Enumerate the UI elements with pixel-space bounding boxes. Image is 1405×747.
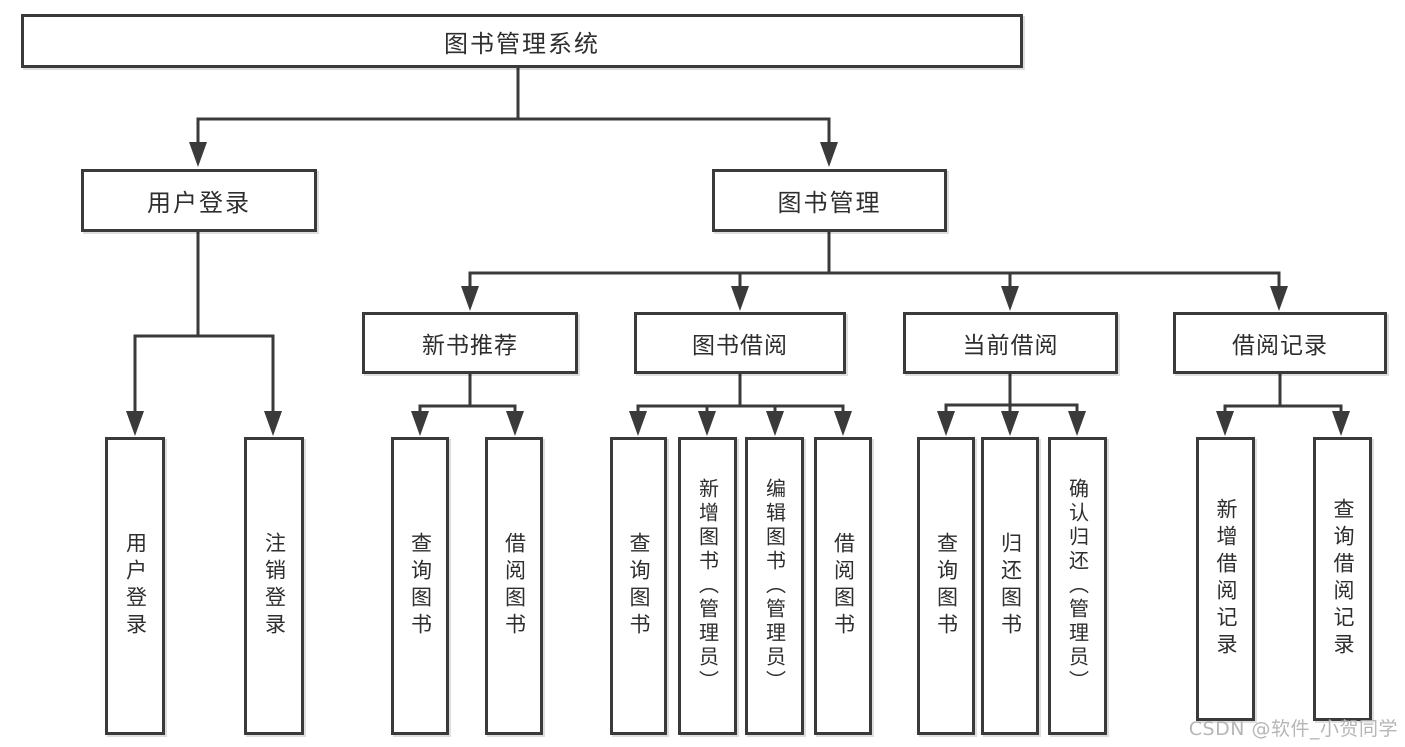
- node-user-login: 用户登录: [81, 169, 317, 232]
- node-borrow-records: 借阅记录: [1173, 312, 1387, 374]
- arrowhead-icon: [506, 411, 524, 436]
- arrowhead-icon: [1068, 411, 1086, 436]
- leaf-query-borrow-record: 查询借阅记录: [1313, 437, 1372, 721]
- arrowhead-icon: [698, 411, 716, 436]
- node-book-borrow: 图书借阅: [634, 312, 846, 374]
- watermark: CSDN @软件_小贺同学: [1188, 718, 1398, 740]
- leaf-add-books-admin: 新增图书（管理员）: [678, 437, 737, 735]
- leaf-borrow-books-recommend: 借阅图书: [485, 437, 543, 735]
- arrowhead-icon: [411, 411, 429, 436]
- node-book-management: 图书管理: [712, 169, 947, 232]
- arrowhead-icon: [629, 411, 647, 436]
- edge-new-book-recommend-children: [418, 374, 517, 412]
- edge-user-login-children: [133, 232, 275, 411]
- edge-book-management-children: [468, 232, 1281, 287]
- arrowhead-icon: [1332, 411, 1350, 436]
- leaf-user-login: 用户登录: [105, 437, 165, 735]
- arrowhead-icon: [834, 411, 852, 436]
- leaf-borrow-books: 借阅图书: [814, 437, 872, 735]
- leaf-logout: 注销登录: [244, 437, 304, 735]
- node-new-book-recommend: 新书推荐: [362, 312, 578, 374]
- node-library-system: 图书管理系统: [21, 14, 1023, 68]
- leaf-query-books-current: 查询图书: [917, 437, 975, 735]
- leaf-confirm-return-admin: 确认归还（管理员）: [1048, 437, 1107, 735]
- arrowhead-icon: [1270, 286, 1288, 311]
- edge-current-borrow-children: [944, 374, 1079, 412]
- leaf-edit-books-admin: 编辑图书（管理员）: [745, 437, 804, 735]
- arrowhead-icon: [264, 411, 282, 436]
- edge-book-borrow-children: [636, 374, 845, 412]
- arrowhead-icon: [1001, 286, 1019, 311]
- arrowhead-icon: [189, 142, 207, 167]
- arrowhead-icon: [820, 142, 838, 167]
- arrowhead-icon: [461, 286, 479, 311]
- arrowhead-icon: [731, 286, 749, 311]
- arrowhead-icon: [1001, 411, 1019, 436]
- arrowhead-icon: [126, 411, 144, 436]
- leaf-query-books-borrow: 查询图书: [610, 437, 667, 735]
- arrowhead-icon: [766, 411, 784, 436]
- edge-borrow-records-children: [1223, 374, 1343, 412]
- leaf-return-books: 归还图书: [981, 437, 1039, 735]
- arrowhead-icon: [937, 411, 955, 436]
- edge-root-to-level2: [196, 68, 831, 142]
- leaf-query-books-recommend: 查询图书: [391, 437, 449, 735]
- node-current-borrow: 当前借阅: [903, 312, 1118, 374]
- leaf-add-borrow-record: 新增借阅记录: [1196, 437, 1255, 721]
- arrowhead-icon: [1216, 411, 1234, 436]
- arrowheads: [126, 142, 1350, 436]
